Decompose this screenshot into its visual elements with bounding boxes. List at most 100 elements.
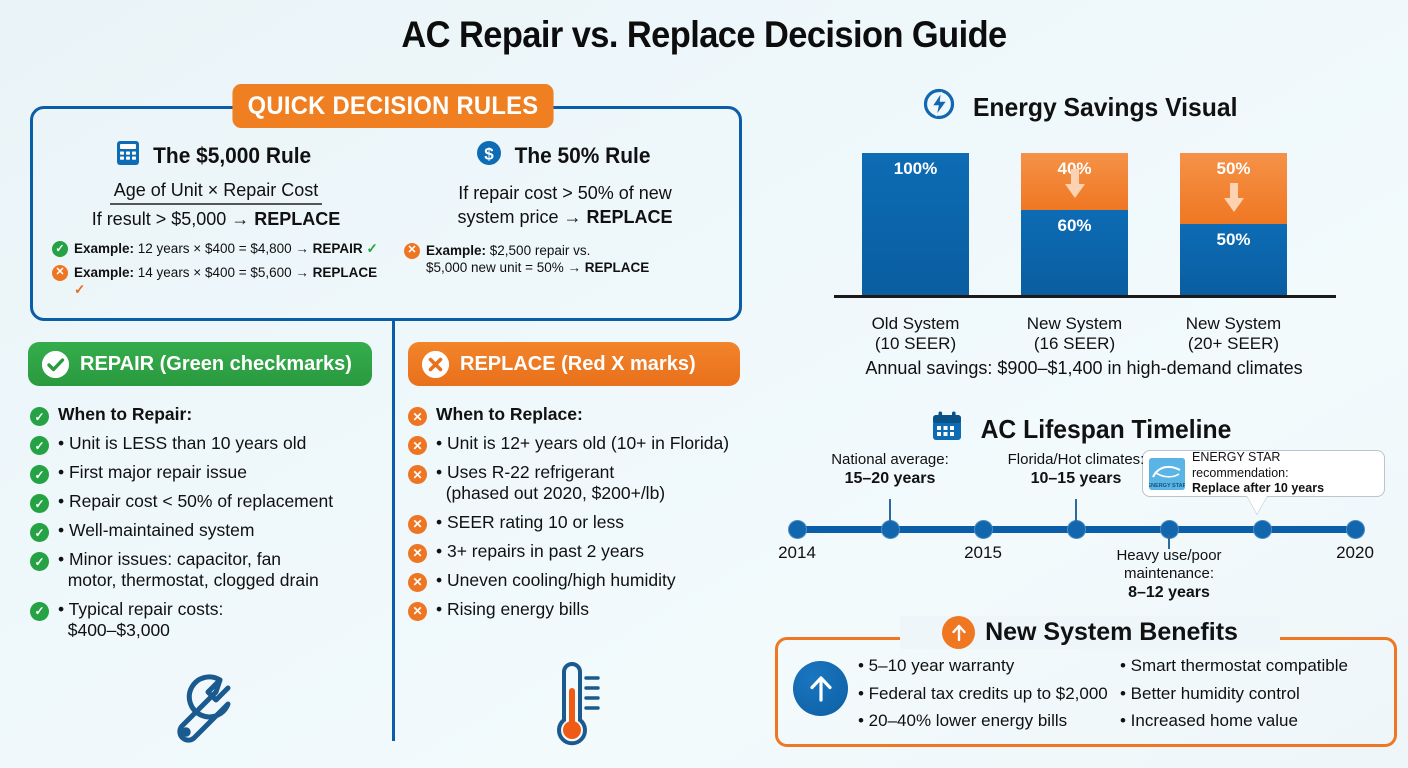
replace-list: ✕When to Replace: ✕ • Unit is 12+ years ol… [408,404,758,628]
list-item-label: • Repair cost < 50% of replacement [58,491,334,511]
list-item: ✕When to Replace: [408,404,758,426]
timeline-note-title: Florida/Hot climates: [1007,451,1145,468]
timeline-stem [889,499,891,521]
down-arrow-icon [1062,168,1088,204]
list-item-label: • Uses R-22 refrigerant (phased out 2020… [436,462,666,504]
timeline-dot [1345,520,1365,539]
example-text: 14 years × $400 = $5,600 → [134,264,313,280]
rule-5000-denominator: If result > $5,000 → REPLACE [91,209,341,229]
example-text-2: $5,000 new unit = 50% → [426,260,585,276]
check-circle-icon [42,350,69,378]
timeline-dot [1159,520,1179,539]
x-circle-icon: ✕ [408,543,427,563]
list-item-label: When to Repair: [58,404,193,424]
list-item-label: • Rising energy bills [436,598,589,619]
check-circle-icon: ✓ [30,465,49,484]
chart-x-axis [834,295,1336,298]
rule-50-statement: If repair cost > 50% of new system price… [400,181,730,230]
list-item-label: • First major repair issue [58,462,247,482]
check-circle-icon: ✓ [30,407,49,426]
rule-5000-title: The $5,000 Rule [153,143,312,168]
example-outcome: REPLACE [312,264,378,280]
bar-value-label: 50% [1216,159,1251,178]
list-item: ✓• Typical repair costs: $400–$3,000 [30,599,390,642]
timeline-dot [1252,520,1272,539]
rule-5000-card: The $5,000 Rule Age of Unit × Repair Cos… [46,140,386,299]
bar-value-label: 60% [1057,215,1092,235]
rule-5000-formula: Age of Unit × Repair Cost If result > $5… [46,180,386,230]
example-mark-icon: ✓ [74,282,86,298]
page-title: AC Repair vs. Replace Decision Guide [401,14,1007,55]
ac-lifespan-timeline: ENERGY STAR ENERGY STAR recommendation: … [760,450,1408,601]
arrow-up-circle-icon [942,616,976,649]
list-item: ✕• Uses R-22 refrigerant (phased out 202… [408,462,758,505]
bar-value-label: 100% [893,159,938,178]
bar-category-label: New System(16 SEER) [1026,314,1123,354]
rule-50-example-row: ✕ Example: $2,500 repair vs. $5,000 new … [404,242,730,277]
list-item: ✓ When to Repair: [30,404,390,426]
timeline-note: National average:15–20 years [795,451,985,488]
thermometer-icon [548,660,606,757]
timeline-year-label: 2020 [1336,543,1374,562]
bar-segment-used: 60% [1021,209,1128,295]
list-item: ✕ • Unit is 12+ years old (10+ in Florida… [408,433,758,455]
quick-decision-rules-badge: QUICK DECISION RULES [232,84,554,128]
timeline-dot [880,520,900,539]
column-divider [392,321,395,741]
example-text: 12 years × $400 = $4,800 → [134,241,313,256]
rule-50-example: ✕ Example: $2,500 repair vs. $5,000 new … [400,242,730,277]
timeline-note-value: 8–12 years [1128,584,1210,601]
timeline-stem [1168,535,1170,549]
x-circle-icon: ✕ [408,601,427,621]
timeline-note: Heavy use/poor maintenance: 8–12 years [1074,547,1264,602]
benefit-item: • Increased home value [1120,711,1298,731]
list-item: ✕ • 3+ repairs in past 2 years [408,541,758,563]
x-circle-icon: ✕ [404,242,420,259]
timeline-note-title: Heavy use/poor maintenance: [1116,547,1222,582]
lightning-bolt-circle-icon [923,88,955,127]
list-item-label: • Well-maintained system [58,520,255,540]
check-circle-icon: ✓ [30,523,49,542]
example-mark-icon: ✓ [366,241,378,256]
repair-section-header: REPAIR (Green checkmarks) [28,342,372,386]
benefit-item: • 20–40% lower energy bills [858,711,1068,731]
timeline-note-value: 10–15 years [1030,470,1122,487]
bar-segment-used: 100% [862,153,969,295]
lifespan-title: AC Lifespan Timeline [980,414,1231,444]
example-label: Example: [426,242,487,258]
list-item: ✓• Minor issues: capacitor, fan motor, t… [30,549,390,592]
list-item: ✕ • Rising energy bills [408,599,758,621]
bar-category-label: New System(20+ SEER) [1185,314,1282,354]
wrench-icon [158,668,240,755]
timeline-note-value: 15–20 years [844,470,936,487]
bar-segment-saved: 40% [1021,153,1128,210]
rule-5000-heading-row: The $5,000 Rule [46,140,386,172]
x-circle-icon: ✕ [408,572,427,592]
check-circle-icon: ✓ [52,241,68,257]
check-circle-icon: ✓ [30,601,49,621]
x-circle-icon: ✕ [52,264,68,281]
list-item-label: • Unit is 12+ years old (10+ in Florida) [436,433,730,453]
svg-text:ENERGY STAR: ENERGY STAR [1149,483,1185,489]
timeline-dot [787,520,807,539]
example-label: Example: [74,241,135,256]
example-outcome: REPAIR [312,241,363,256]
energy-star-line-1: ENERGY STAR recommendation: [1192,450,1289,480]
replace-header-label: REPLACE (Red X marks) [460,352,696,375]
repair-header-label: REPAIR (Green checkmarks) [80,352,352,375]
bar-category-label: Old System(10 SEER) [871,314,960,354]
list-item: ✕• Uneven cooling/high humidity [408,570,758,592]
timeline-year-label: 2014 [778,543,816,562]
rule-5000-numerator: Age of Unit × Repair Cost [109,180,323,205]
list-item-label: • 3+ repairs in past 2 years [436,540,644,561]
rule-50-title: The 50% Rule [514,143,651,168]
list-item: ✓ • Well-maintained system [30,520,390,542]
list-item: ✕• SEER rating 10 or less [408,512,758,534]
rule-50-heading-row: $ The 50% Rule [400,140,730,172]
benefits-column-1: • 5–10 year warranty• Federal tax credit… [858,652,1108,735]
list-item-label: • Unit is LESS than 10 years old [58,433,307,453]
timeline-dot [1066,520,1086,539]
x-circle-icon: ✕ [408,436,427,455]
benefit-item: • 5–10 year warranty [858,656,1015,675]
timeline-dot [973,520,993,539]
